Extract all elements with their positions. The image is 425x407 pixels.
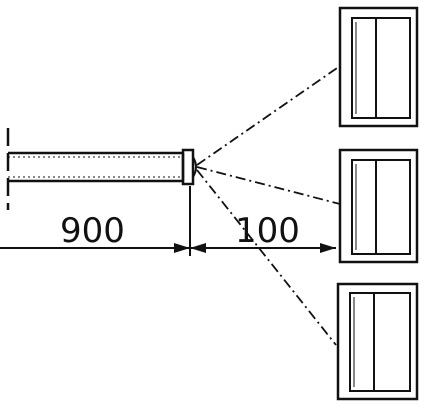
device-middle	[338, 148, 419, 264]
device-top	[338, 6, 419, 128]
tube	[8, 151, 185, 183]
sightline-middle	[196, 166, 341, 205]
device-bottom	[336, 282, 419, 401]
dimension-label-100: 100	[235, 211, 300, 251]
sightlines	[196, 65, 341, 346]
tube-end-cap	[181, 148, 197, 186]
sightline-bottom	[196, 169, 337, 346]
dimension-label-900: 900	[60, 211, 125, 251]
sightline-top	[196, 65, 341, 166]
arrowhead-icon	[174, 243, 336, 253]
